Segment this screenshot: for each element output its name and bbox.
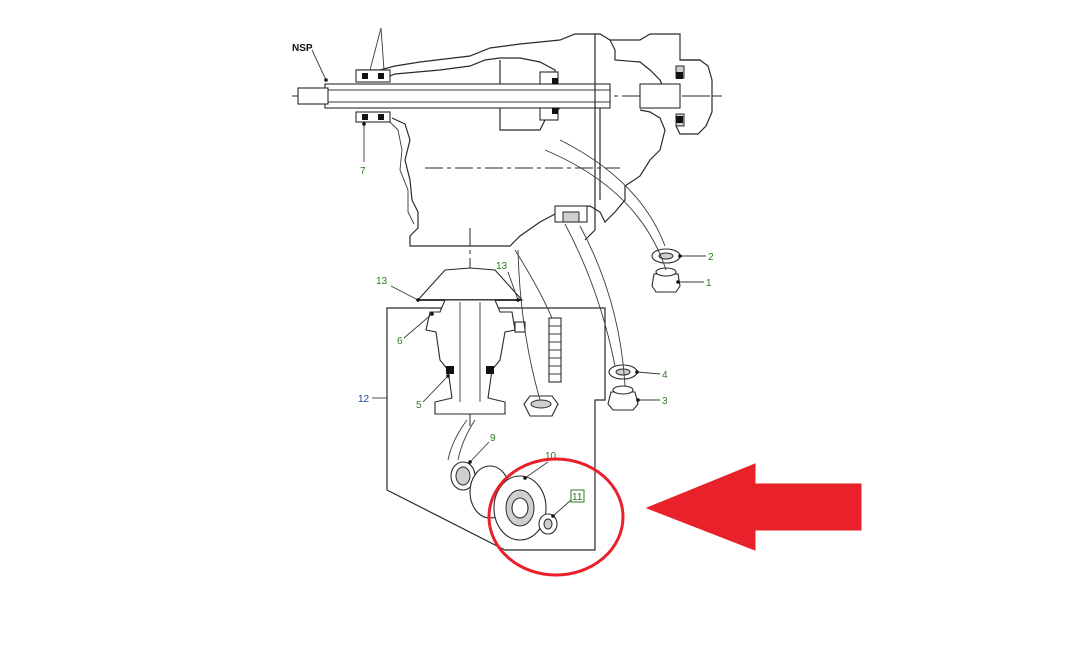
label-item-11: 11 (572, 492, 583, 503)
seal-and-flange-parts (450, 461, 558, 541)
output-flange-assembly (416, 267, 562, 417)
label-item-11-box (570, 489, 585, 503)
callout-labels: NSP 7 2 1 13 13 6 4 12 3 5 9 10 11 (292, 43, 714, 503)
plug-and-washer-set (607, 248, 681, 411)
label-item-3: 3 (662, 396, 668, 407)
label-item-12: 12 (358, 394, 370, 405)
highlight-circle (487, 457, 625, 577)
leader-lines (311, 27, 706, 518)
label-item-7: 7 (360, 166, 366, 177)
transfer-case-housing (292, 33, 722, 430)
label-nsp: NSP (292, 43, 313, 54)
label-item-13-left: 13 (376, 276, 388, 287)
label-item-2: 2 (708, 252, 714, 263)
highlight-arrow-icon (645, 463, 862, 551)
label-item-6: 6 (397, 336, 403, 347)
red-highlight-annotation (487, 457, 862, 577)
label-item-9: 9 (490, 433, 496, 444)
label-item-4: 4 (662, 370, 668, 381)
label-item-13-right: 13 (496, 261, 508, 272)
label-item-1: 1 (706, 278, 712, 289)
label-item-10: 10 (545, 451, 557, 462)
label-item-5: 5 (416, 400, 422, 411)
